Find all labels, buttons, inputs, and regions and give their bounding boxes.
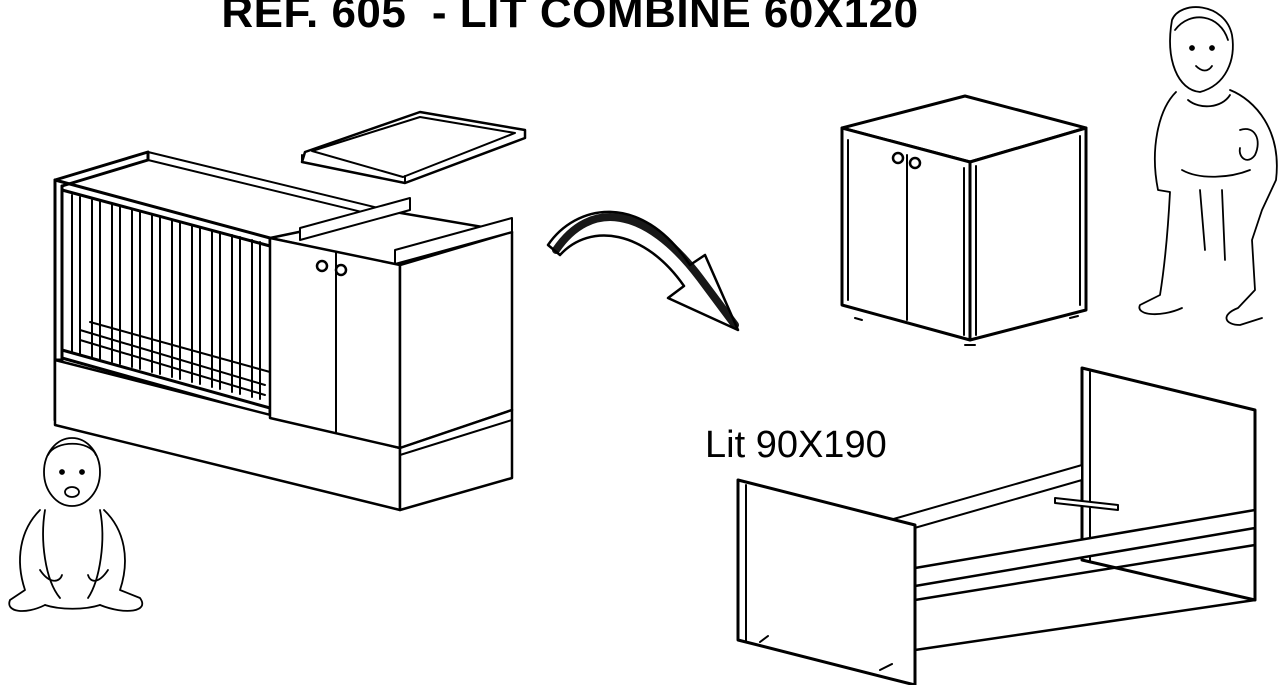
cot-cabinet-knob-left	[317, 261, 327, 271]
changing-tray	[302, 112, 525, 183]
cot-bars	[72, 195, 260, 399]
bed-size-label: Lit 90X190	[705, 424, 887, 466]
toddler-figure	[1139, 7, 1276, 325]
bed-frame	[738, 368, 1255, 685]
baby-figure	[9, 438, 142, 611]
combined-cot-illustration	[55, 112, 525, 510]
cot-crib	[55, 152, 400, 510]
cabinet-knob-right	[910, 158, 920, 168]
cabinet-knob-left	[893, 153, 903, 163]
standalone-cabinet	[842, 96, 1086, 345]
cot-side-cabinet	[270, 198, 512, 510]
diagram-title: REF. 605 - LIT COMBINE 60X120	[221, 0, 919, 37]
cot-cabinet-knob-right	[336, 265, 346, 275]
transformation-arrow	[548, 212, 738, 330]
